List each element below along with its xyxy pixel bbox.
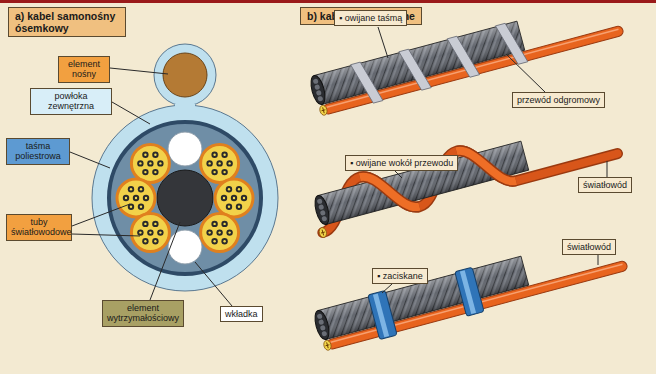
label-text: taśma poliestrowa <box>11 141 65 162</box>
leader-line <box>112 102 150 124</box>
tape-turn <box>399 46 431 93</box>
leader-line <box>72 204 130 226</box>
label-text: światłowód <box>583 180 627 190</box>
part-label: wkładka <box>220 306 263 322</box>
ground-wire <box>318 141 529 224</box>
clamp <box>368 290 397 339</box>
tape-wrapped-cable <box>308 0 624 118</box>
fibre-end <box>318 227 327 238</box>
fibre-back-outline <box>311 111 617 232</box>
leader-line <box>72 234 140 236</box>
fibre-tube <box>201 214 239 252</box>
part-label: element nośny <box>58 56 110 83</box>
top-band <box>0 0 656 3</box>
wound-cable <box>308 111 619 238</box>
leader-line <box>607 161 608 177</box>
ground-wire-end <box>312 309 331 341</box>
fibre-tube <box>201 144 239 182</box>
clamp-highlight <box>373 293 389 337</box>
strength-member <box>157 170 213 226</box>
filler-insert <box>168 230 202 264</box>
fibre-tube <box>131 214 169 252</box>
leader-line <box>382 284 392 293</box>
filler-insert <box>168 132 202 166</box>
outer-sheath <box>92 105 278 291</box>
fibre-front-outline <box>360 138 516 219</box>
ground-wire-shading <box>318 256 529 339</box>
tape-turn <box>447 33 479 80</box>
fibre-tube <box>131 144 169 182</box>
fibre-cable <box>311 111 617 232</box>
fibre-front <box>360 138 516 219</box>
leader-line <box>70 152 110 168</box>
clamp-highlight <box>460 270 476 314</box>
label-text: ▪ owijane taśmą <box>339 13 402 23</box>
section-heading: a) kabel samonośny ósemkowy <box>8 7 126 37</box>
clamp-body <box>455 267 484 316</box>
carrier-element <box>163 53 207 97</box>
sheath-neck-fill <box>175 104 195 118</box>
clamped-cable <box>312 228 629 354</box>
carrier-sheath <box>154 44 216 106</box>
ground-wire-end <box>308 74 327 106</box>
leader-line <box>395 171 402 178</box>
label-text: element nośny <box>63 59 105 80</box>
leader-line <box>378 27 388 58</box>
label-text: element wytrzymałościowy <box>107 303 179 324</box>
leader-line <box>195 262 232 306</box>
method-label: ▪ owijane wokół przewodu <box>345 155 458 171</box>
method-label: ▪ owijane taśmą <box>334 10 407 26</box>
part-label: tuby światłowodowe <box>6 214 72 241</box>
part-label: przewód odgromowy <box>512 92 605 108</box>
label-text: tuby światłowodowe <box>11 217 67 238</box>
ground-wire <box>314 21 525 104</box>
wrapping-tape <box>351 20 528 106</box>
label-text: wkładka <box>225 309 258 319</box>
fibre-end <box>323 340 332 351</box>
label-text: przewód odgromowy <box>517 95 600 105</box>
part-label: światłowód <box>562 239 616 255</box>
fibre-end <box>319 105 328 116</box>
leader-line <box>150 222 180 300</box>
ground-wire <box>318 256 529 339</box>
tape-turn <box>495 20 527 67</box>
label-text: a) kabel samonośny ósemkowy <box>15 10 119 34</box>
ground-wire-end <box>312 194 331 226</box>
label-text: ▪ zaciskane <box>377 271 423 281</box>
part-label: taśma poliestrowa <box>6 138 70 165</box>
label-text: światłowód <box>567 242 611 252</box>
cable-cross-section <box>92 44 278 291</box>
label-text: ▪ owijane wokół przewodu <box>350 158 453 168</box>
ground-wire-shading <box>314 21 525 104</box>
part-label: element wytrzymałościowy <box>102 300 184 327</box>
clamp-body <box>368 290 397 339</box>
part-label: światłowód <box>578 177 632 193</box>
ground-wire-shading <box>318 141 529 224</box>
polyester-tape <box>109 122 261 274</box>
leader-line <box>110 68 168 74</box>
clamp <box>455 267 484 316</box>
fibre-tube <box>215 179 253 217</box>
part-label: powłoka zewnętrzna <box>30 88 112 115</box>
leader-line <box>506 54 545 92</box>
method-label: ▪ zaciskane <box>372 268 428 284</box>
tape-turn <box>351 59 383 106</box>
fibre-tube <box>117 179 155 217</box>
leader-line <box>598 255 599 265</box>
label-text: powłoka zewnętrzna <box>35 91 107 112</box>
